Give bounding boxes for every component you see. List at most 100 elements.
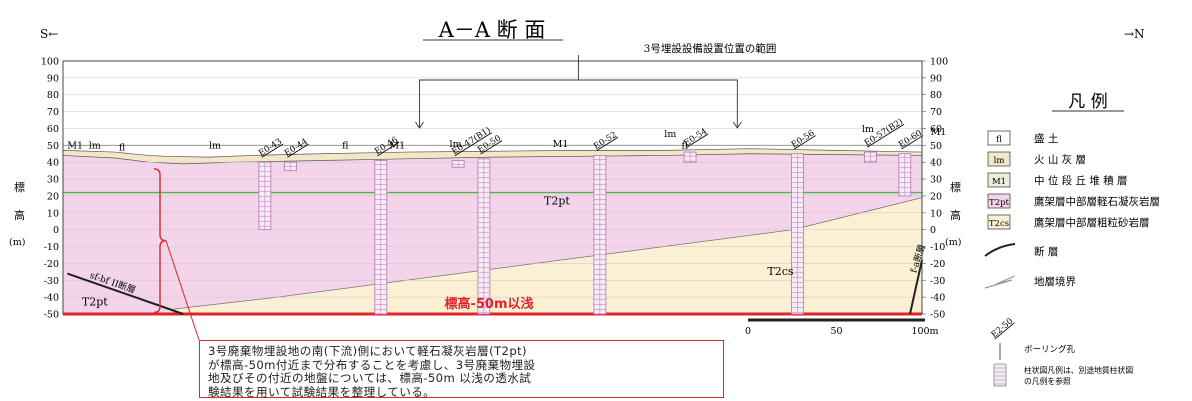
range-arrow-left bbox=[415, 121, 424, 129]
y-tick-label-left: 0 bbox=[53, 225, 59, 236]
legend-item: M1 中 位 段 丘 堆 積 層 bbox=[987, 172, 1128, 188]
legend-boundary-line bbox=[984, 275, 1016, 289]
legend-item: fl 盛 土 bbox=[987, 130, 1058, 146]
legend-label: 鷹架層中部層軽石凝灰岩層 bbox=[1034, 195, 1160, 208]
legend-label: 中 位 段 丘 堆 積 層 bbox=[1034, 174, 1128, 187]
y-tick-label-right: -20 bbox=[930, 259, 945, 270]
y-tick-label-left: 30 bbox=[47, 175, 59, 186]
y-tick-label-right: 60 bbox=[930, 124, 942, 135]
legend-column-icon bbox=[993, 363, 1007, 387]
layer-label: fl bbox=[342, 141, 349, 152]
layer-label: fl bbox=[681, 141, 688, 152]
layer-label: lm bbox=[664, 129, 676, 140]
layer-label: lm bbox=[89, 141, 101, 152]
legend-swatch bbox=[987, 214, 1011, 230]
y-tick-label-right: 80 bbox=[930, 90, 942, 101]
y-tick-label-right: 10 bbox=[930, 208, 942, 219]
y-tick-label-right: -50 bbox=[930, 310, 945, 321]
fault-line bbox=[66, 272, 184, 315]
y-tick-label-right: 30 bbox=[930, 175, 942, 186]
range-arrow-right bbox=[732, 121, 742, 129]
legend-symbol: fl bbox=[996, 135, 1002, 145]
note-line: 験結果を用いて試験結果を整理している。 bbox=[208, 384, 436, 399]
y-tick-label-right: 0 bbox=[930, 225, 936, 236]
legend-title: 凡 例 bbox=[1068, 92, 1107, 112]
layer-label: lm bbox=[450, 139, 462, 150]
layer-label: M1 bbox=[931, 127, 947, 138]
legend-label: 火 山 灰 層 bbox=[1034, 153, 1086, 166]
y-tick-label-left: -50 bbox=[44, 310, 59, 321]
legend-borehole-label: ボーリング孔 bbox=[1024, 344, 1076, 355]
legend-borehole-symbol: E2-50 bbox=[990, 316, 1016, 340]
north-direction: →N bbox=[1124, 27, 1145, 41]
figure-title: A－A 断 面 bbox=[438, 18, 546, 42]
y-tick-label-left: 90 bbox=[47, 73, 59, 84]
legend-swatch bbox=[987, 172, 1011, 188]
legend-boundary-label: 地層境界 bbox=[1034, 275, 1076, 288]
y-tick-label-right: -10 bbox=[930, 242, 945, 253]
legend-label: 鷹架層中部層粗粒砂岩層 bbox=[1034, 216, 1150, 229]
legend-item: T2cs 鷹架層中部層粗粒砂岩層 bbox=[987, 214, 1150, 230]
borehole: E0-56 bbox=[790, 128, 817, 315]
scale-tick-label: 50 bbox=[830, 326, 842, 337]
y-tick-label-left: 80 bbox=[47, 90, 59, 101]
legend-swatch bbox=[987, 151, 1011, 167]
legend-symbol: T2cs bbox=[989, 219, 1009, 229]
y-tick-label-right: 20 bbox=[930, 191, 942, 202]
y-tick-label-left: 60 bbox=[47, 124, 59, 135]
y-axis-right-label-char-1: 標 bbox=[950, 180, 961, 194]
layer-label: fl bbox=[119, 142, 126, 153]
layer-label: M1 bbox=[553, 139, 569, 150]
y-tick-label-left: -40 bbox=[44, 293, 59, 304]
y-axis-right-unit: (m) bbox=[945, 237, 961, 248]
y-tick-label-right: 90 bbox=[930, 73, 942, 84]
layer-label: lm bbox=[862, 124, 874, 135]
emphasis-label: 標高-50m以浅 bbox=[444, 296, 533, 312]
legend-label: 盛 土 bbox=[1034, 132, 1058, 145]
layer-label: M1 bbox=[389, 141, 405, 152]
y-tick-label-right: -30 bbox=[930, 276, 945, 287]
unit-label: T2pt bbox=[82, 296, 108, 309]
note-leader bbox=[165, 240, 200, 341]
legend-column-note: の凡例を参照 bbox=[1024, 376, 1071, 386]
y-axis-unit: (m) bbox=[9, 237, 25, 248]
y-tick-label-right: -40 bbox=[930, 293, 945, 304]
note-line: 地及びその付近の地盤については、標高-50m 以浅の透水試 bbox=[208, 371, 532, 385]
legend-symbol: M1 bbox=[992, 177, 1006, 187]
y-tick-label-left: 100 bbox=[41, 57, 59, 68]
layer-label: M1 bbox=[67, 141, 83, 152]
y-tick-label-right: 100 bbox=[930, 57, 948, 68]
scale-tick-label: 100m bbox=[911, 326, 938, 337]
legend-swatch bbox=[987, 193, 1011, 209]
note-line: 3号廃棄物埋設地の南(下流)側において軽石凝灰岩層(T2pt) bbox=[208, 344, 527, 358]
y-tick-label-left: -20 bbox=[44, 259, 59, 270]
y-tick-label-right: 50 bbox=[930, 141, 942, 152]
scale-tick-label: 0 bbox=[745, 326, 751, 337]
y-tick-label-right: 70 bbox=[930, 107, 942, 118]
legend-symbol: lm bbox=[994, 156, 1005, 166]
unit-label: T2cs bbox=[767, 265, 793, 278]
legend-fault-line bbox=[984, 243, 1016, 257]
legend-symbol: T2pt bbox=[989, 198, 1010, 208]
legend: fl 盛 土 lm 火 山 灰 層 M1 中 位 段 丘 堆 積 層 T2pt 鷹架層中部層軽… bbox=[984, 130, 1160, 387]
note-line: が標高-50m付近まで分布することを考慮し、3号廃棄物埋設 bbox=[208, 357, 536, 372]
fault-line bbox=[909, 259, 923, 315]
legend-item: lm 火 山 灰 層 bbox=[987, 151, 1086, 167]
unit-label: T2pt bbox=[544, 194, 570, 207]
y-tick-label-left: 40 bbox=[47, 158, 59, 169]
y-axis-label-char-2: 高 bbox=[14, 208, 25, 222]
legend-fault-label: 断 層 bbox=[1034, 245, 1058, 258]
y-axis-label-char-1: 標 bbox=[14, 180, 25, 194]
y-tick-label-left: -30 bbox=[44, 276, 59, 287]
y-tick-label-left: 70 bbox=[47, 107, 59, 118]
y-tick-label-left: -10 bbox=[44, 242, 59, 253]
y-tick-label-left: 20 bbox=[47, 191, 59, 202]
legend-item: T2pt 鷹架層中部層軽石凝灰岩層 bbox=[987, 193, 1160, 209]
y-tick-label-left: 10 bbox=[47, 208, 59, 219]
legend-column-note: 柱状図凡例は、別途地質柱状図 bbox=[1024, 365, 1133, 375]
range-label: 3号埋設設備設置位置の範囲 bbox=[644, 42, 777, 55]
explanatory-note: 3号廃棄物埋設地の南(下流)側において軽石凝灰岩層(T2pt) が標高-50m付… bbox=[199, 340, 724, 398]
layer-label: lm bbox=[209, 141, 221, 152]
legend-swatch bbox=[987, 130, 1011, 146]
